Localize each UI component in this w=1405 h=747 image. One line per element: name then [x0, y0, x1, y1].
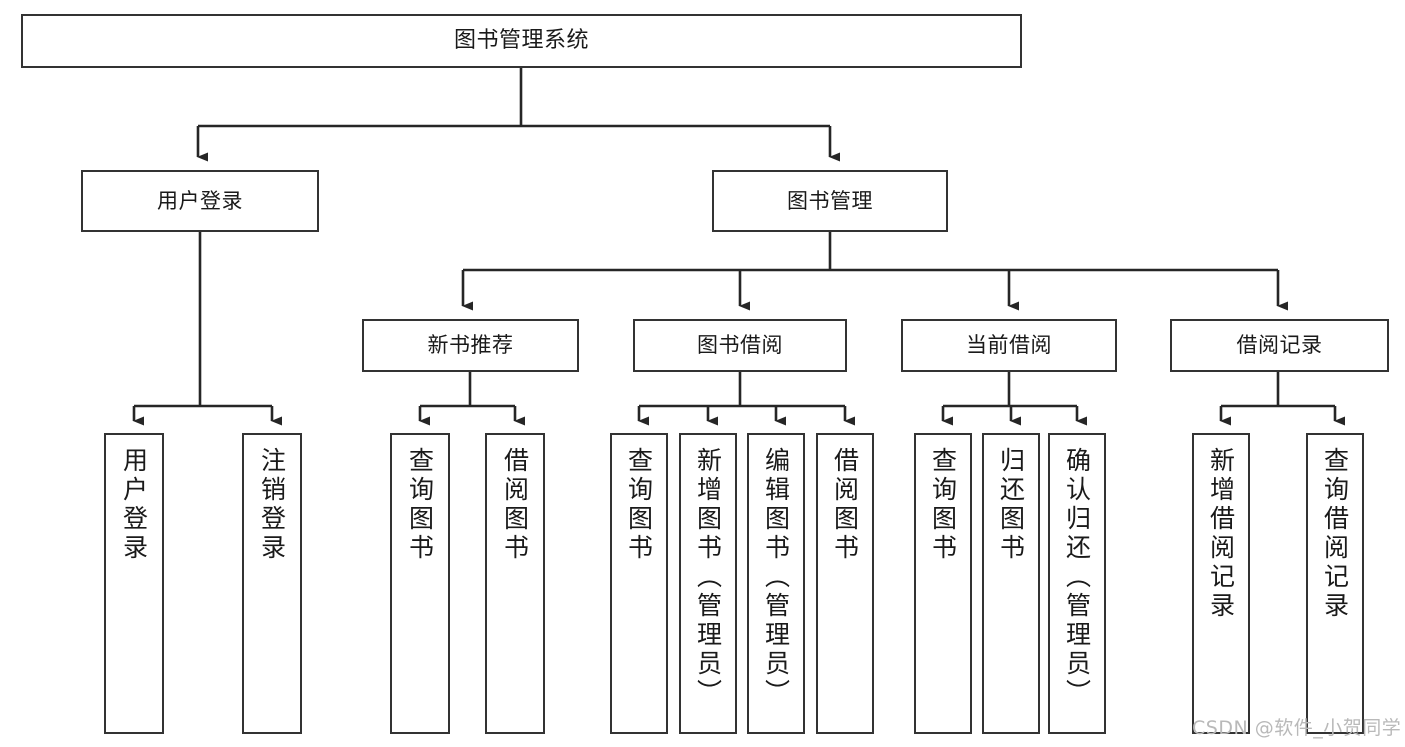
node-user-login-label: 用户登录	[157, 188, 243, 213]
node-book-borrow[interactable]: 图书借阅	[633, 319, 847, 372]
node-current-borrow[interactable]: 当前借阅	[901, 319, 1117, 372]
node-book-borrow-label: 图书借阅	[697, 333, 783, 358]
node-new-book-rec[interactable]: 新书推荐	[362, 319, 579, 372]
leaf-query-record-label: 查询借阅记录	[1320, 447, 1350, 621]
leaf-edit-book-label: 编辑图书（管理员）	[761, 447, 791, 708]
leaf-add-record-label: 新增借阅记录	[1206, 447, 1236, 621]
node-borrow-record-label: 借阅记录	[1236, 333, 1323, 358]
leaf-add-book[interactable]: 新增图书（管理员）	[679, 433, 737, 734]
node-root-label: 图书管理系统	[453, 28, 589, 54]
leaf-user-logout-label: 注销登录	[257, 447, 287, 563]
leaf-query-book-2-label: 查询图书	[624, 447, 654, 563]
node-user-login[interactable]: 用户登录	[81, 170, 319, 232]
leaf-query-book-1[interactable]: 查询图书	[390, 433, 450, 734]
node-root[interactable]: 图书管理系统	[21, 14, 1022, 68]
leaf-query-book-1-label: 查询图书	[405, 447, 435, 563]
node-book-manage-label: 图书管理	[787, 188, 873, 213]
leaf-user-login-label: 用户登录	[119, 447, 149, 563]
leaf-borrow-book-2[interactable]: 借阅图书	[816, 433, 874, 734]
leaf-confirm-return-label: 确认归还（管理员）	[1062, 447, 1092, 708]
node-current-borrow-label: 当前借阅	[966, 333, 1052, 358]
leaf-user-logout[interactable]: 注销登录	[242, 433, 302, 734]
leaf-user-login[interactable]: 用户登录	[104, 433, 164, 734]
leaf-borrow-book-1[interactable]: 借阅图书	[485, 433, 545, 734]
leaf-query-record[interactable]: 查询借阅记录	[1306, 433, 1364, 734]
leaf-query-book-2[interactable]: 查询图书	[610, 433, 668, 734]
node-book-manage[interactable]: 图书管理	[712, 170, 948, 232]
leaf-confirm-return[interactable]: 确认归还（管理员）	[1048, 433, 1106, 734]
node-new-book-rec-label: 新书推荐	[427, 333, 514, 358]
csdn-watermark: CSDN @软件_小贺同学	[1192, 717, 1402, 739]
leaf-add-record[interactable]: 新增借阅记录	[1192, 433, 1250, 734]
leaf-return-book-label: 归还图书	[996, 447, 1026, 563]
leaf-return-book[interactable]: 归还图书	[982, 433, 1040, 734]
leaf-borrow-book-1-label: 借阅图书	[500, 447, 530, 563]
leaf-query-book-3-label: 查询图书	[928, 447, 958, 563]
node-borrow-record[interactable]: 借阅记录	[1170, 319, 1389, 372]
leaf-borrow-book-2-label: 借阅图书	[830, 447, 860, 563]
leaf-add-book-label: 新增图书（管理员）	[693, 447, 723, 708]
leaf-edit-book[interactable]: 编辑图书（管理员）	[747, 433, 805, 734]
leaf-query-book-3[interactable]: 查询图书	[914, 433, 972, 734]
